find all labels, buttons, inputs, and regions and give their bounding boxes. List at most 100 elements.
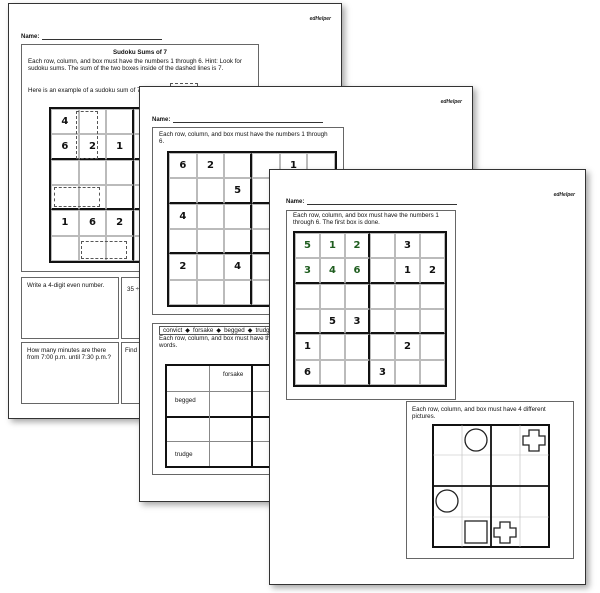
sudoku-cell (78, 185, 107, 211)
sudoku-cell: 2 (169, 254, 197, 280)
sudoku-cell: 4 (224, 254, 252, 280)
word-instructions: Each row, column, and box must have the … (159, 335, 274, 350)
sudoku-cell (224, 153, 252, 179)
sudoku-cell: 4 (169, 203, 197, 229)
sudoku-cell: 2 (196, 153, 225, 179)
sudoku-cell: 3 (295, 258, 320, 284)
sudoku-cell (251, 153, 280, 179)
name-field: Name: (21, 34, 163, 40)
sum-dashed-box (76, 111, 98, 159)
sudoku-cell (395, 359, 420, 385)
name-field: Name: (152, 117, 324, 123)
question-text: 35 ÷ (127, 286, 139, 293)
sudoku-cell: 6 (51, 134, 79, 160)
question-text: Find (125, 347, 138, 354)
sudoku-cell: 5 (224, 178, 252, 204)
sudoku-cell: 6 (345, 258, 370, 284)
sudoku-cell (106, 235, 134, 261)
sudoku-cell (196, 279, 225, 305)
sudoku-cell (224, 279, 252, 305)
sum-dashed-box (81, 241, 127, 259)
sudoku-cell (395, 283, 420, 309)
sudoku-cell (78, 109, 107, 135)
sudoku-cell (169, 178, 197, 204)
sudoku-cell (345, 359, 370, 385)
circle-icon (464, 428, 488, 452)
sudoku-cell (370, 233, 395, 259)
sudoku-cell (420, 334, 445, 360)
sudoku-sums-instructions: Each row, column, and box must have the … (28, 58, 242, 73)
sudoku-instructions: Each row, column, and box must have the … (293, 212, 439, 227)
worksheet-sudoku-pictures: edHelper Name: Each row, column, and box… (269, 169, 586, 585)
question-box: How many minutes are there from 7:00 p.m… (21, 342, 119, 404)
sudoku-instructions: Each row, column, and box must have the … (159, 131, 328, 146)
circle-icon (435, 489, 459, 513)
sudoku-cell (295, 309, 320, 335)
sudoku-cell (370, 309, 395, 335)
sudoku-cell: 2 (420, 258, 445, 284)
sudoku-cell (320, 359, 345, 385)
sudoku-cell (370, 258, 395, 284)
sudoku-panel: Each row, column, and box must have the … (286, 210, 456, 400)
sum-dashed-box (54, 187, 100, 207)
sudoku-cell (320, 283, 345, 309)
cross-icon (493, 521, 517, 544)
sudoku-cell (420, 233, 445, 259)
sudoku-cell (420, 359, 445, 385)
sudoku-cell (420, 283, 445, 309)
sudoku-cell: 3 (345, 309, 370, 335)
sudoku-cell (196, 203, 225, 229)
sudoku-cell (345, 334, 370, 360)
sudoku-cell: 6 (78, 210, 107, 236)
sudoku-cell: 5 (295, 233, 320, 259)
sudoku-cell: 1 (51, 210, 79, 236)
picture-grid (432, 424, 550, 548)
sudoku-cell (295, 283, 320, 309)
sudoku-cell (78, 159, 107, 185)
sudoku-cell: 1 (106, 134, 134, 160)
sudoku-cell: 3 (370, 359, 395, 385)
sudoku-cell: 2 (106, 210, 134, 236)
edhelper-logo: edHelper (553, 192, 575, 198)
sudoku-cell (106, 109, 134, 135)
sudoku-cell (420, 309, 445, 335)
square-icon (464, 520, 488, 544)
sudoku-cell: 4 (320, 258, 345, 284)
word-bank-item: forsake (193, 327, 214, 334)
sudoku-cell: 2 (345, 233, 370, 259)
sudoku-cell: 2 (395, 334, 420, 360)
sudoku-cell (196, 178, 225, 204)
sudoku-cell: 1 (295, 334, 320, 360)
sudoku-cell (370, 283, 395, 309)
name-field: Name: (286, 199, 458, 205)
word-bank: convict◆forsake◆begged◆trudge (159, 326, 278, 336)
sudoku-cell: 1 (320, 233, 345, 259)
example-label: Here is an example of a sudoku sum of 7. (28, 87, 143, 94)
worksheet-title: Sudoku Sums of 7 (113, 49, 167, 56)
sudoku-cell (224, 229, 252, 255)
sudoku-cell: 4 (51, 109, 79, 135)
word-bank-item: trudge (255, 327, 274, 334)
question-box: Write a 4-digit even number. (21, 277, 119, 339)
sudoku-cell (395, 309, 420, 335)
sudoku-cell (196, 229, 225, 255)
word-cell: forsake (223, 371, 244, 378)
word-cell: trudge (175, 451, 193, 458)
sudoku-cell (106, 185, 134, 211)
question-text: Write a 4-digit even number. (27, 282, 105, 289)
sudoku-cell: 1 (395, 258, 420, 284)
picture-instructions: Each row, column, and box must have 4 di… (412, 406, 546, 421)
sudoku-cell (51, 185, 79, 211)
name-label: Name: (152, 117, 171, 123)
sudoku-cell: 6 (295, 359, 320, 385)
sudoku-cell (320, 334, 345, 360)
sudoku-cell: 3 (395, 233, 420, 259)
edhelper-logo: edHelper (309, 16, 331, 22)
sudoku-cell: 6 (169, 153, 197, 179)
cross-icon (522, 429, 546, 452)
question-text: How many minutes are there from 7:00 p.m… (27, 347, 111, 362)
sudoku-cell (106, 159, 134, 185)
edhelper-logo: edHelper (440, 99, 462, 105)
picture-sudoku-panel: Each row, column, and box must have 4 di… (406, 401, 574, 559)
